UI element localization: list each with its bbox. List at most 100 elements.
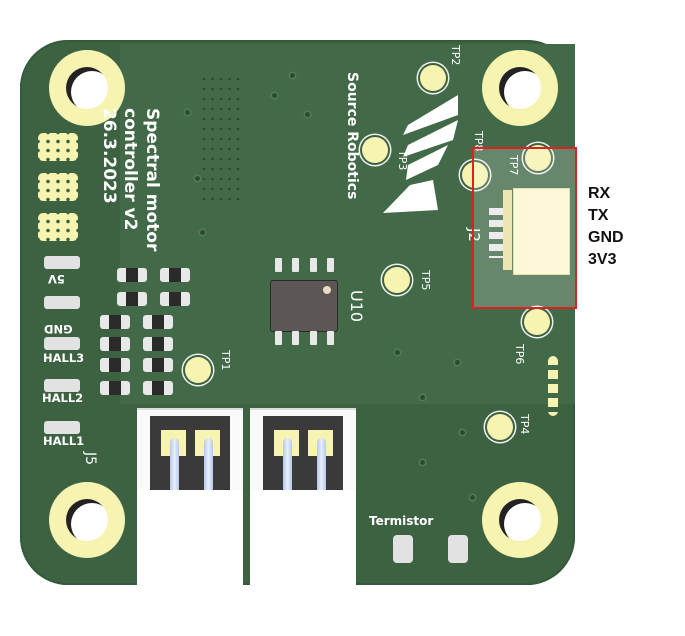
via-dot	[236, 167, 240, 171]
via-dot	[202, 77, 206, 81]
source-robotics-logo	[383, 95, 458, 213]
chip-pin	[310, 331, 317, 345]
connector-pin	[170, 438, 179, 498]
pad-hall2	[44, 379, 80, 392]
mounting-hole-bottom-left	[49, 482, 125, 558]
via-dot	[211, 147, 214, 151]
via-dot	[219, 187, 223, 191]
brand-label: Source Robotics	[344, 72, 360, 200]
resistor	[100, 315, 130, 329]
via-dot	[211, 177, 214, 181]
label-thermistor: Termistor	[369, 514, 434, 528]
resistor	[143, 337, 173, 351]
resistor	[117, 268, 147, 282]
test-point-tp8	[462, 162, 488, 188]
via-dot	[219, 107, 223, 111]
via-dot	[211, 157, 214, 161]
via-dot	[202, 197, 206, 201]
via	[195, 176, 200, 181]
via-dot	[202, 97, 206, 101]
via-dot	[228, 187, 231, 191]
via-dot	[202, 187, 206, 191]
via-dot	[236, 127, 240, 131]
mounting-hole-top-left	[49, 50, 125, 126]
label-tp5: TP5	[419, 270, 432, 291]
via-dot	[228, 77, 231, 81]
chip-pin	[327, 258, 334, 272]
highlight-box	[472, 147, 577, 309]
via-dot	[202, 117, 206, 121]
via-dot	[211, 107, 214, 111]
chip-pin	[275, 331, 282, 345]
via-dot	[211, 137, 214, 141]
via	[395, 350, 400, 355]
chip-pin	[292, 331, 299, 345]
via-dot	[228, 167, 231, 171]
via-dot	[211, 87, 214, 91]
connector-cavity	[150, 416, 230, 496]
via-dot	[219, 97, 223, 101]
via-dot	[211, 117, 214, 121]
connector-cavity	[263, 416, 343, 496]
via-dot	[228, 137, 231, 141]
via-dot	[219, 117, 223, 121]
label-u10: U10	[347, 290, 366, 323]
via-dot	[219, 147, 223, 151]
via-dot	[211, 167, 214, 171]
via-dot	[202, 157, 206, 161]
via-dot	[219, 137, 223, 141]
resistor	[100, 337, 130, 351]
pad-5v	[44, 256, 80, 269]
pin-label-gnd: GND	[588, 229, 624, 246]
via	[290, 73, 295, 78]
label-tp4: TP4	[518, 414, 531, 435]
via	[470, 495, 475, 500]
via-dot	[202, 167, 206, 171]
pin-header-pad	[38, 133, 78, 161]
via-dot	[228, 117, 231, 121]
via-dot	[202, 127, 206, 131]
label-hall2: HALL2	[42, 391, 84, 405]
via	[200, 230, 205, 235]
label-hall1: HALL1	[43, 434, 85, 448]
pad-hall3	[44, 337, 80, 350]
board-title-line-1: Spectral motor	[142, 108, 162, 252]
label-gnd: GND	[44, 322, 73, 336]
resistor	[160, 292, 190, 306]
label-5v: 5V	[48, 272, 65, 286]
via-dot	[228, 147, 231, 151]
pin-header-pad	[38, 213, 78, 241]
via-dot	[219, 157, 223, 161]
label-hall3: HALL3	[43, 351, 85, 365]
via-dot	[202, 177, 206, 181]
resistor	[100, 358, 130, 372]
via-dot	[236, 87, 240, 91]
via-dot	[202, 147, 206, 151]
test-point-tp2	[420, 65, 446, 91]
board-title-line-2: controller v2	[120, 108, 140, 231]
motor-connector-1	[137, 408, 243, 585]
pin-header-pad	[38, 173, 78, 201]
via	[420, 460, 425, 465]
via-dot	[236, 177, 240, 181]
via-dot	[236, 147, 240, 151]
via-dot	[236, 117, 240, 121]
via-array	[202, 77, 240, 201]
via-dot	[236, 97, 240, 101]
test-point-tp5	[384, 267, 410, 293]
j2-latch	[503, 190, 512, 270]
thermistor-pad	[393, 535, 413, 563]
via-dot	[202, 87, 206, 91]
via-dot	[228, 87, 231, 91]
via-dot	[228, 177, 231, 181]
pin-label-rx: RX	[588, 185, 611, 202]
mounting-hole-top-right	[482, 50, 558, 126]
via-dot	[219, 197, 223, 201]
label-tp3: TP3	[396, 150, 409, 171]
motor-connector-2	[250, 408, 356, 585]
test-point-tp4	[487, 414, 513, 440]
via-dot	[236, 157, 240, 161]
j2-connector	[513, 188, 570, 275]
via-dot	[236, 187, 240, 191]
via-dot	[219, 177, 223, 181]
